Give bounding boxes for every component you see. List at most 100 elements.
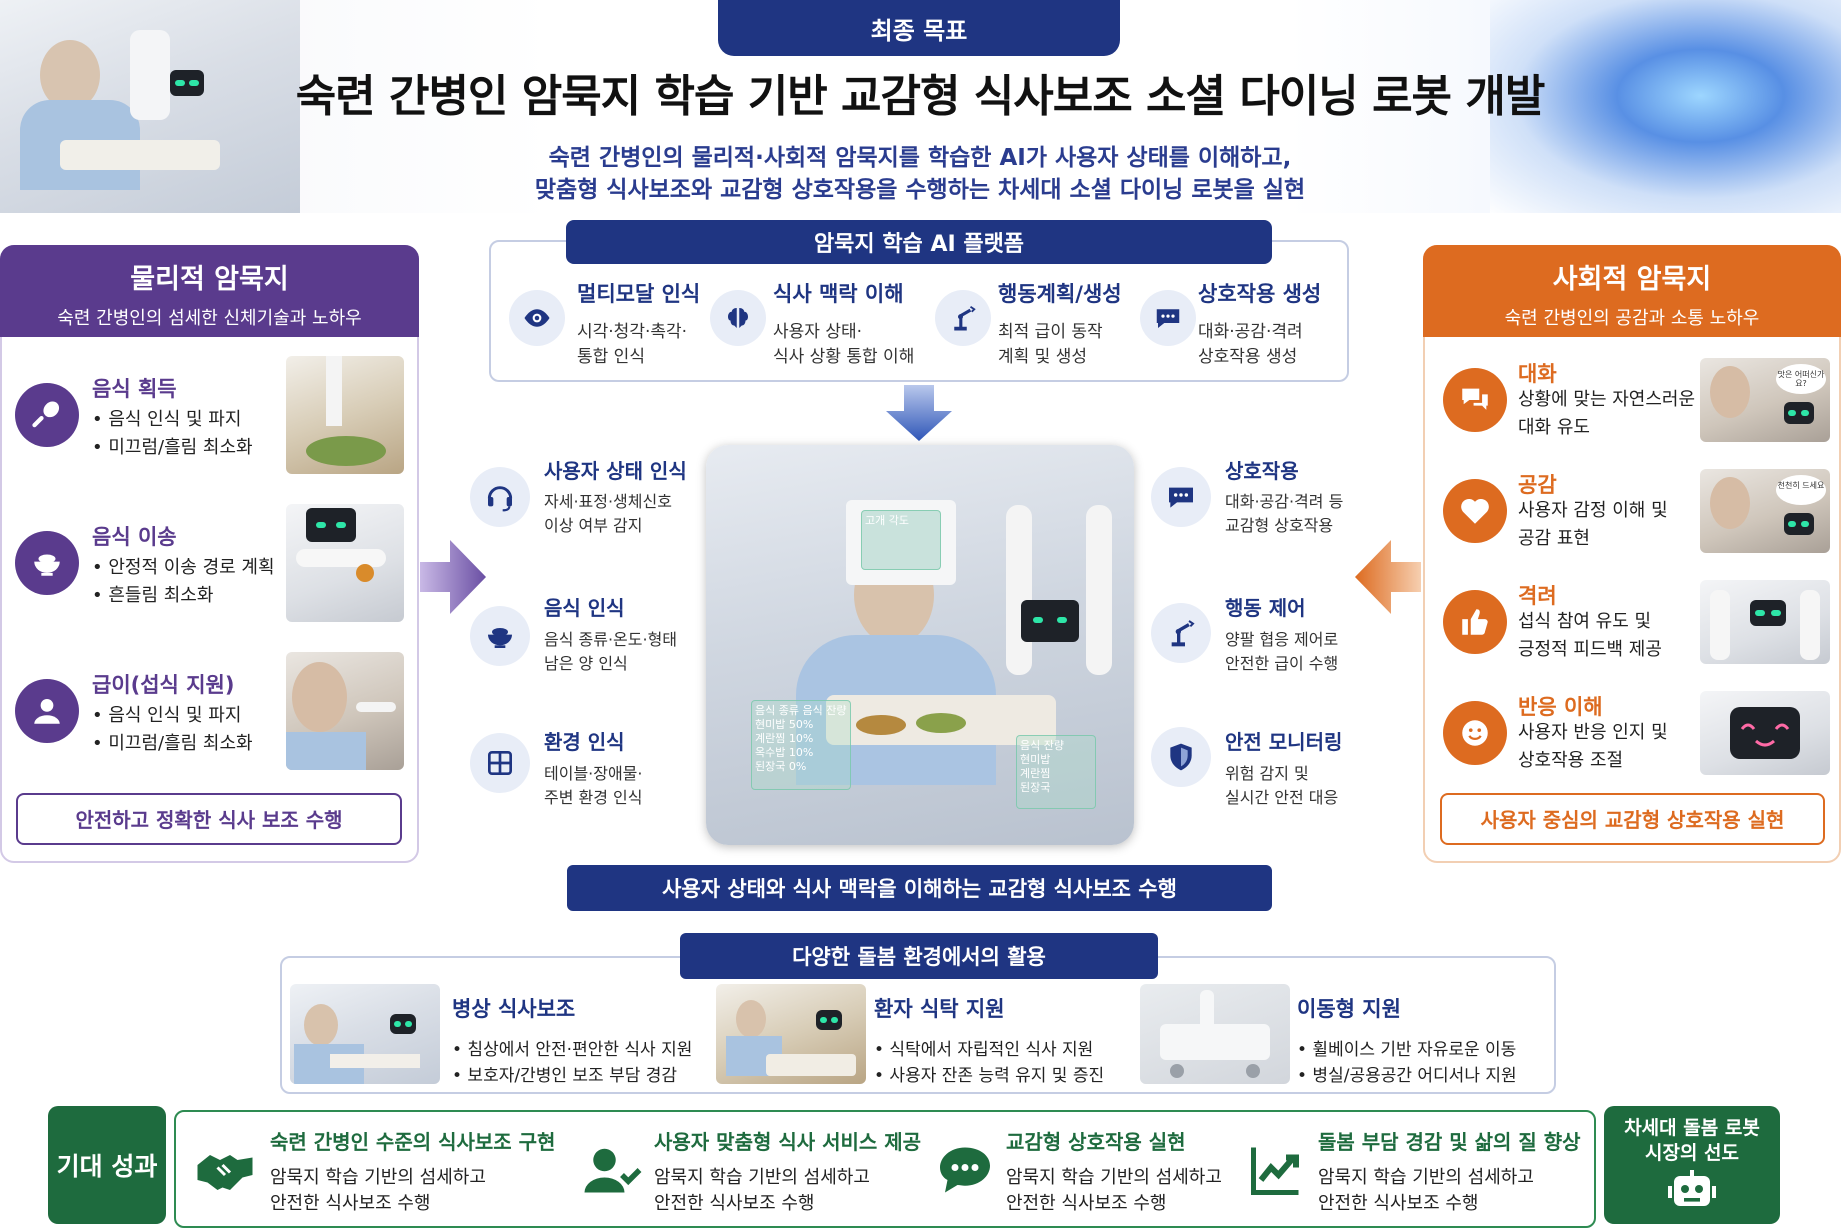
social-item-desc: 긍정적 피드백 제공 bbox=[1518, 639, 1662, 660]
right-feature-title: 행동 제어 bbox=[1225, 596, 1306, 620]
future-market-box: 차세대 돌봄 로봇 시장의 선도 bbox=[1604, 1106, 1780, 1224]
hud-food-row: 옥수밥 10% bbox=[755, 746, 814, 759]
arrow-down-icon bbox=[886, 385, 952, 441]
grid-icon bbox=[470, 733, 530, 793]
arrow-right-icon bbox=[420, 540, 486, 614]
left-feature-desc: 남은 양 인식 bbox=[544, 654, 628, 673]
robot-icon bbox=[1668, 1170, 1716, 1206]
physical-item-bullet: • 미끄럼/흘림 최소화 bbox=[92, 437, 253, 458]
platform-item-desc: 최적 급이 동작 bbox=[998, 322, 1103, 342]
outcome-desc: 안전한 식사보조 수행 bbox=[1006, 1193, 1167, 1214]
robot-face-photo bbox=[1700, 691, 1830, 775]
left-feature-desc: 이상 여부 감지 bbox=[544, 516, 643, 535]
hud-food-row: 계란찜 10% bbox=[755, 732, 814, 745]
left-feature-desc: 테이블·장애물· bbox=[544, 764, 643, 783]
social-item-title: 격려 bbox=[1518, 584, 1557, 608]
platform-item-title: 상호작용 생성 bbox=[1198, 282, 1322, 306]
care-item-bullet: • 사용자 잔존 능력 유지 및 증진 bbox=[874, 1066, 1105, 1086]
hud-side-row: 계란찜 bbox=[1020, 767, 1051, 780]
trend-up-icon bbox=[1251, 1147, 1299, 1195]
user-check-icon bbox=[584, 1148, 642, 1193]
future-line2: 시장의 선도 bbox=[1644, 1142, 1739, 1164]
eye-icon bbox=[509, 290, 565, 346]
bedside-photo bbox=[290, 984, 440, 1084]
care-item-bullet: • 휠베이스 기반 자유로운 이동 bbox=[1297, 1040, 1517, 1060]
left-feature-title: 음식 인식 bbox=[544, 596, 625, 620]
social-item-desc: 대화 유도 bbox=[1518, 417, 1590, 438]
center-robot-scene: 고개 각도 음식 종류 음식 잔량 현미밥 50% 계란찜 10% 옥수밥 10… bbox=[706, 445, 1134, 845]
right-feature-desc: 양팔 협응 제어로 bbox=[1225, 630, 1339, 649]
social-item-desc: 공감 표현 bbox=[1518, 528, 1590, 549]
hud-side-row: 현미밥 bbox=[1020, 753, 1051, 766]
platform-item-desc: 상호작용 생성 bbox=[1198, 347, 1298, 367]
physical-panel-subtitle: 숙련 간병인의 섬세한 신체기술과 노하우 bbox=[57, 308, 362, 329]
physical-item-title: 급이(섭식 지원) bbox=[92, 673, 235, 697]
robot-arm-icon bbox=[1151, 603, 1211, 663]
bowl-icon bbox=[15, 531, 79, 595]
outcome-desc: 암묵지 학습 기반의 섬세하고 bbox=[1318, 1167, 1534, 1188]
physical-item-title: 음식 획득 bbox=[92, 377, 177, 401]
left-feature-desc: 음식 종류·온도·형태 bbox=[544, 630, 678, 649]
outcome-title: 숙련 간병인 수준의 식사보조 구현 bbox=[270, 1130, 556, 1154]
care-item-bullet: • 병실/공용공간 어디서나 지원 bbox=[1297, 1066, 1517, 1086]
user-icon bbox=[15, 679, 79, 743]
feeding-patient-photo bbox=[286, 652, 404, 770]
care-item-title: 병상 식사보조 bbox=[452, 997, 576, 1021]
outcome-label: 기대 성과 bbox=[48, 1106, 166, 1224]
mobile-base-photo bbox=[1140, 984, 1290, 1084]
page-subtitle-line1: 숙련 간병인의 물리적·사회적 암묵지를 학습한 AI가 사용자 상태를 이해하… bbox=[548, 145, 1292, 171]
outcome-desc: 암묵지 학습 기반의 섬세하고 bbox=[654, 1167, 870, 1188]
social-item-desc: 상황에 맞는 자연스러운 bbox=[1518, 389, 1696, 410]
chat-bubbles-icon bbox=[1443, 368, 1507, 432]
social-panel-header: 사회적 암묵지 숙련 간병인의 공감과 소통 노하우 bbox=[1423, 245, 1841, 337]
physical-item-bullet: • 음식 인식 및 파지 bbox=[92, 705, 242, 726]
patient-eating-photo bbox=[0, 0, 300, 213]
summary-bar: 사용자 상태와 식사 맥락을 이해하는 교감형 식사보조 수행 bbox=[567, 865, 1272, 911]
table-photo bbox=[716, 984, 866, 1084]
physical-panel-title: 물리적 암묵지 bbox=[130, 264, 289, 295]
platform-item-title: 행동계획/생성 bbox=[998, 282, 1122, 306]
physical-item-bullet: • 미끄럼/흘림 최소화 bbox=[92, 733, 253, 754]
left-feature-desc: 주변 환경 인식 bbox=[544, 788, 643, 807]
outcome-desc: 안전한 식사보조 수행 bbox=[270, 1193, 431, 1214]
chat-icon bbox=[1140, 290, 1196, 346]
hud-side-row: 된장국 bbox=[1020, 781, 1051, 794]
hud-food-row: 현미밥 50% bbox=[755, 718, 814, 731]
thumbs-up-icon bbox=[1443, 590, 1507, 654]
food-remaining-hud: 음식 종류 음식 잔량 현미밥 50% 계란찜 10% 옥수밥 10% 된장국 … bbox=[751, 700, 851, 790]
page-title: 숙련 간병인 암묵지 학습 기반 교감형 식사보조 소셜 다이닝 로봇 개발 bbox=[295, 71, 1546, 122]
care-item-bullet: • 보호자/간병인 보조 부담 경감 bbox=[452, 1066, 678, 1086]
chat-icon bbox=[940, 1147, 990, 1193]
right-feature-desc: 안전한 급이 수행 bbox=[1225, 654, 1339, 673]
bowl-icon bbox=[470, 606, 530, 666]
platform-item-desc: 시각·청각·촉각· bbox=[577, 322, 688, 342]
shield-icon bbox=[1151, 727, 1211, 787]
platform-item-desc: 통합 인식 bbox=[577, 347, 645, 367]
outcome-title: 사용자 맞춤형 식사 서비스 제공 bbox=[654, 1130, 922, 1154]
social-item-desc: 사용자 반응 인지 및 bbox=[1518, 722, 1668, 743]
hud-food-header: 음식 종류 음식 잔량 bbox=[755, 704, 847, 717]
social-item-desc: 사용자 감정 이해 및 bbox=[1518, 500, 1668, 521]
right-feature-desc: 교감형 상호작용 bbox=[1225, 516, 1334, 535]
speech-bubble: 맛은 어떠신가요? bbox=[1776, 364, 1826, 394]
outcome-desc: 안전한 식사보조 수행 bbox=[1318, 1193, 1479, 1214]
robot-arm-icon bbox=[935, 290, 991, 346]
outcome-desc: 암묵지 학습 기반의 섬세하고 bbox=[1006, 1167, 1222, 1188]
care-item-title: 환자 식탁 지원 bbox=[874, 997, 1005, 1021]
outcome-desc: 암묵지 학습 기반의 섬세하고 bbox=[270, 1167, 486, 1188]
food-grasp-photo bbox=[286, 356, 404, 474]
right-feature-title: 상호작용 bbox=[1225, 459, 1299, 483]
page-subtitle-line2: 맞춤형 식사보조와 교감형 상호작용을 수행하는 차세대 소셜 다이닝 로봇을 … bbox=[534, 177, 1306, 203]
smile-icon bbox=[1443, 701, 1507, 765]
brain-icon bbox=[710, 290, 766, 346]
social-item-desc: 섭식 참여 유도 및 bbox=[1518, 611, 1652, 632]
spoon-icon bbox=[15, 383, 79, 447]
physical-footer: 안전하고 정확한 식사 보조 수행 bbox=[16, 793, 402, 845]
future-line1: 차세대 돌봄 로봇 bbox=[1624, 1117, 1760, 1139]
outcome-box bbox=[174, 1110, 1596, 1228]
head-angle-hud: 고개 각도 bbox=[861, 510, 941, 570]
headset-icon bbox=[470, 467, 530, 527]
outcome-title: 교감형 상호작용 실현 bbox=[1006, 1130, 1186, 1154]
platform-item-title: 식사 맥락 이해 bbox=[773, 282, 904, 306]
social-item-title: 대화 bbox=[1518, 362, 1557, 386]
